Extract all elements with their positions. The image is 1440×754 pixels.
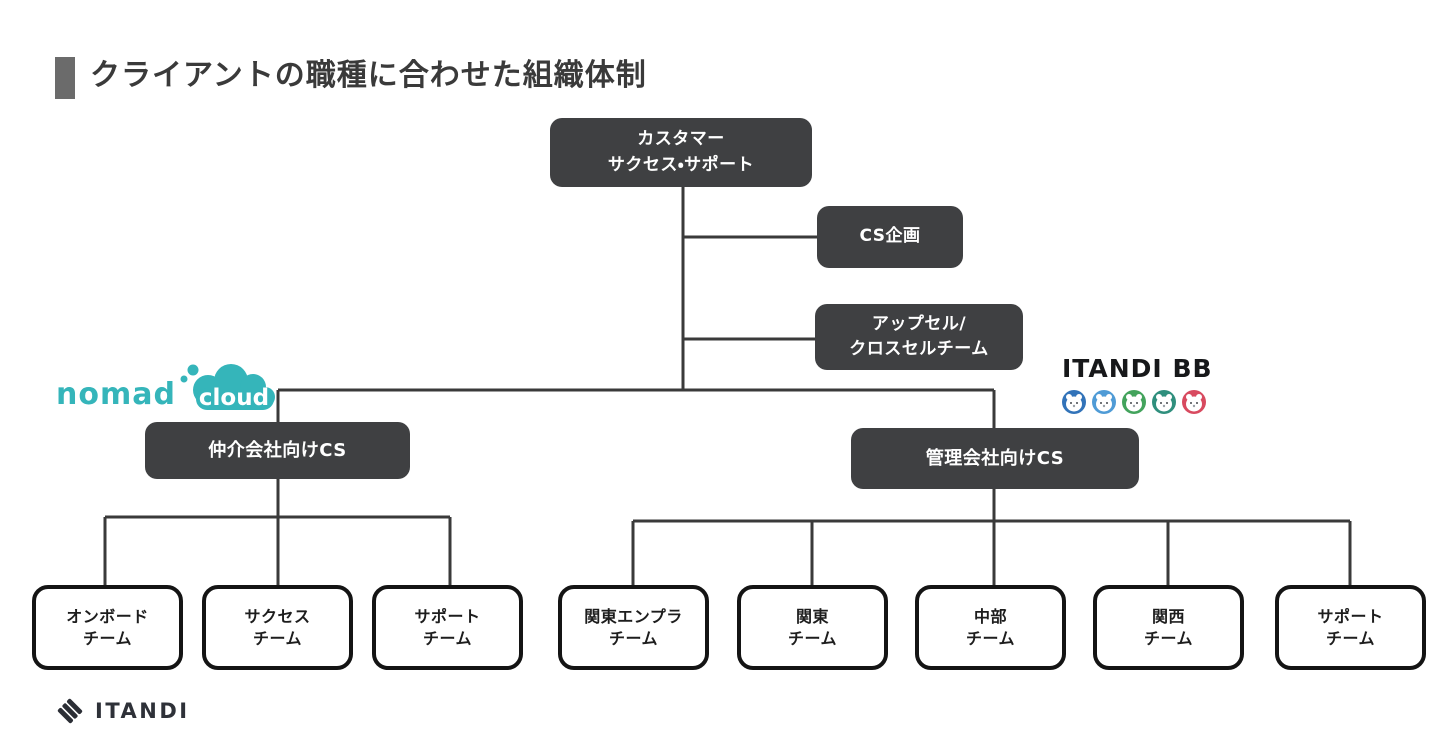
team-label-line: 関東エンプラ <box>584 606 683 626</box>
team-node-onboard: オンボード チーム <box>32 585 183 670</box>
page-title: クライアントの職種に合わせた組織体制 <box>90 58 647 93</box>
cloud-icon: cloud <box>180 364 275 411</box>
bear-mascot-icon <box>1152 390 1176 414</box>
team-node-kansai: 関西 チーム <box>1093 585 1244 670</box>
team-label-line: オンボード <box>66 606 149 626</box>
nomad-cloud-logo: nomad cloud <box>56 362 282 416</box>
team-node-support-right: サポート チーム <box>1275 585 1426 670</box>
team-node-chubu: 中部 チーム <box>915 585 1066 670</box>
team-label-line: 関東 <box>795 606 829 626</box>
itandi-logo: ITANDI <box>55 696 190 726</box>
itandi-bb-logo: ITANDI BB <box>1062 354 1213 414</box>
org-node-label-line: サクセス・サポート <box>607 154 755 175</box>
team-label-line: サポート <box>414 606 481 626</box>
itandi-bb-mascots <box>1062 390 1213 414</box>
org-node-label-line: 管理会社向けCS <box>925 448 1065 469</box>
team-label-line: チーム <box>1143 628 1194 648</box>
org-node-label-line: CS企画 <box>859 226 921 247</box>
team-node-support-left: サポート チーム <box>372 585 523 670</box>
team-label-line: チーム <box>82 628 133 648</box>
bear-mascot-icon <box>1122 390 1146 414</box>
team-label-line: チーム <box>252 628 303 648</box>
team-label-line: サクセス <box>244 606 311 626</box>
org-node-customer-success-support: カスタマー サクセス・サポート <box>550 118 812 187</box>
itandi-diamond-icon <box>57 698 83 724</box>
itandi-wordmark: ITANDI <box>95 699 190 723</box>
team-node-success: サクセス チーム <box>202 585 353 670</box>
bear-mascot-icon <box>1092 390 1116 414</box>
team-label-line: 中部 <box>973 606 1007 626</box>
team-label-line: サポート <box>1317 606 1384 626</box>
nomad-wordmark: nomad <box>56 377 176 412</box>
org-node-label-line: アップセル/ <box>871 313 967 334</box>
team-label-line: チーム <box>422 628 473 648</box>
org-node-label-line: カスタマー <box>637 129 725 149</box>
bear-mascot-icon <box>1182 390 1206 414</box>
bear-mascot-icon <box>1062 390 1086 414</box>
cloud-wordmark: cloud <box>199 385 269 411</box>
team-node-kanto-enterprise: 関東エンプラ チーム <box>558 585 709 670</box>
org-node-upsell-crosssell: アップセル/ クロスセルチーム <box>815 304 1023 370</box>
org-node-management-cs: 管理会社向けCS <box>851 428 1139 489</box>
org-node-broker-cs: 仲介会社向けCS <box>145 422 410 479</box>
team-label-line: チーム <box>608 628 659 648</box>
team-label-line: チーム <box>787 628 838 648</box>
org-node-label-line: クロスセルチーム <box>849 339 989 359</box>
itandi-bb-wordmark: ITANDI BB <box>1062 354 1213 383</box>
team-label-line: チーム <box>1325 628 1376 648</box>
org-node-cs-planning: CS企画 <box>817 206 963 268</box>
team-label-line: チーム <box>965 628 1016 648</box>
team-node-kanto: 関東 チーム <box>737 585 888 670</box>
team-label-line: 関西 <box>1151 606 1185 626</box>
org-node-label-line: 仲介会社向けCS <box>208 440 347 461</box>
title-accent-bar <box>55 57 75 99</box>
